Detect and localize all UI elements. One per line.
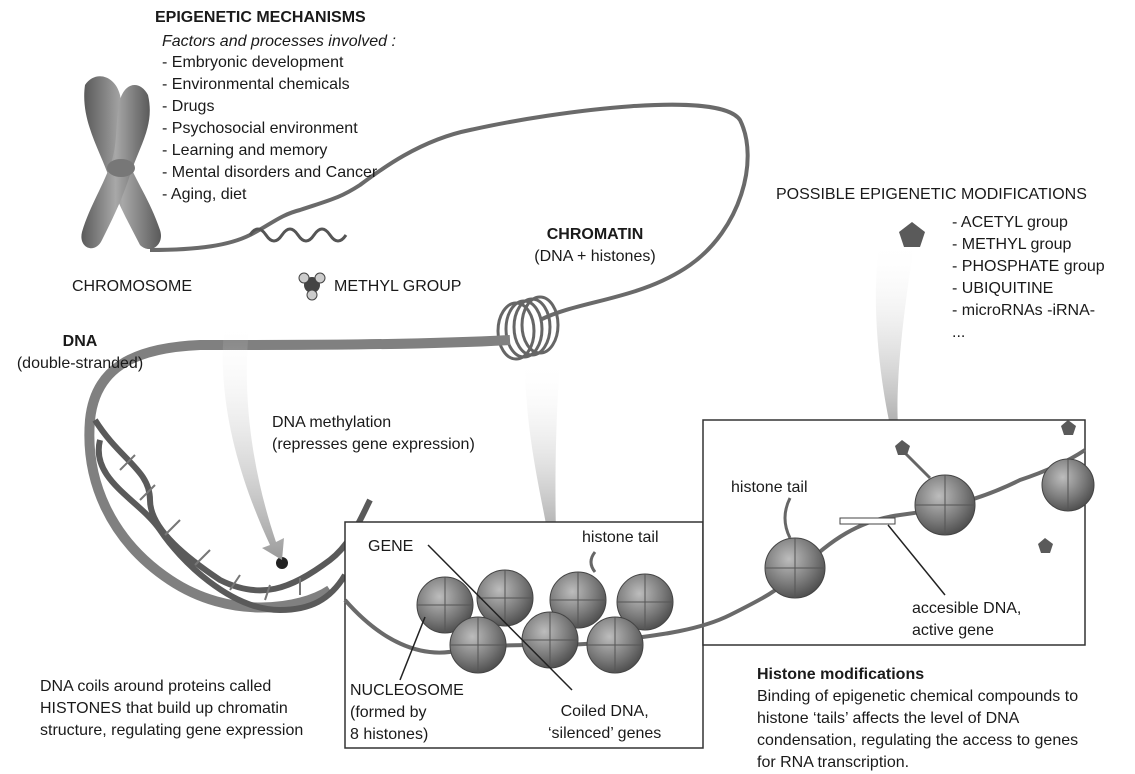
dna-strand-thin xyxy=(149,102,750,322)
dna-coils-line: structure, regulating gene expression xyxy=(40,722,304,739)
histone-mods-text: Binding of epigenetic chemical compounds… xyxy=(757,686,1078,774)
list-item: - Embryonic development xyxy=(162,54,344,71)
methylation-arrow xyxy=(222,320,284,560)
histone-tail-label-right: histone tail xyxy=(731,479,808,496)
methyl-on-dna xyxy=(276,557,288,569)
chromatin-subtitle: (DNA + histones) xyxy=(534,248,656,265)
gene-label: GENE xyxy=(368,538,414,555)
dna-coils-line: DNA coils around proteins called xyxy=(40,678,272,695)
histone-mods-line: for RNA transcription. xyxy=(757,754,910,771)
nucleosome-line: NUCLEOSOME xyxy=(350,682,464,699)
methyl-group-molecule xyxy=(298,272,326,301)
chromosome-label: CHROMOSOME xyxy=(72,278,192,295)
list-item: - METHYL group xyxy=(952,236,1072,253)
dna-coils-text: DNA coils around proteins called HISTONE… xyxy=(40,676,303,742)
methyl-group-label: METHYL GROUP xyxy=(334,278,462,295)
methylation-text: DNA methylation (represses gene expressi… xyxy=(272,412,475,456)
list-item: - Aging, diet xyxy=(162,186,247,203)
histone-mods-line: Binding of epigenetic chemical compounds… xyxy=(757,688,1079,705)
modification-arrow xyxy=(875,240,915,446)
mechanisms-title: EPIGENETIC MECHANISMS xyxy=(155,9,366,26)
methylation-line: (represses gene expression) xyxy=(272,436,475,453)
mechanisms-list: - Embryonic development - Environmental … xyxy=(162,52,377,206)
chromatin-arrow xyxy=(525,360,565,552)
list-item: - ACETYL group xyxy=(952,214,1068,231)
dna-coils-line: HISTONES that build up chromatin xyxy=(40,700,288,717)
histone-mods-line: histone ‘tails’ affects the level of DNA xyxy=(757,710,1020,727)
dna-ribbon xyxy=(84,335,511,613)
histone-mods-title: Histone modifications xyxy=(757,666,925,683)
accessible-dna-line: accesible DNA, xyxy=(912,600,1022,617)
list-item: - Drugs xyxy=(162,98,215,115)
coiled-dna-line: ‘silenced’ genes xyxy=(548,725,662,742)
histone-mods-line: condensation, regulating the access to g… xyxy=(757,732,1079,749)
list-item: - microRNAs -iRNA- xyxy=(952,302,1096,319)
list-item: - Learning and memory xyxy=(162,142,328,159)
modifications-title: POSSIBLE EPIGENETIC MODIFICATIONS xyxy=(776,186,1087,203)
chromosome-shape xyxy=(81,76,161,250)
coiled-dna-text: Coiled DNA, ‘silenced’ genes xyxy=(548,701,661,745)
list-item: - Environmental chemicals xyxy=(162,76,350,93)
list-item: ... xyxy=(952,324,966,341)
chromatin-coil xyxy=(496,295,560,361)
list-item: - Mental disorders and Cancer xyxy=(162,164,378,181)
double-helix xyxy=(92,418,373,614)
list-item: - PHOSPHATE group xyxy=(952,258,1105,275)
dna-title: DNA xyxy=(62,333,98,350)
nucleosome-line: (formed by xyxy=(350,704,427,721)
nucleosome-text: NUCLEOSOME (formed by 8 histones) xyxy=(350,680,464,746)
list-item: - Psychosocial environment xyxy=(162,120,358,137)
accessible-dna-text: accesible DNA, active gene xyxy=(912,598,1021,642)
accessible-dna-line: active gene xyxy=(912,622,994,639)
coiled-dna-line: Coiled DNA, xyxy=(560,703,649,720)
list-item: - UBIQUITINE xyxy=(952,280,1054,297)
modifications-list: - ACETYL group - METHYL group - PHOSPHAT… xyxy=(952,212,1105,344)
chromatin-title: CHROMATIN xyxy=(546,226,644,243)
histone-tail-label-left: histone tail xyxy=(582,529,659,546)
mechanisms-subtitle: Factors and processes involved : xyxy=(162,33,396,50)
modification-pentagon xyxy=(899,222,925,247)
methylation-line: DNA methylation xyxy=(272,414,392,431)
dna-subtitle: (double-stranded) xyxy=(16,355,144,372)
nucleosome-line: 8 histones) xyxy=(350,726,429,743)
